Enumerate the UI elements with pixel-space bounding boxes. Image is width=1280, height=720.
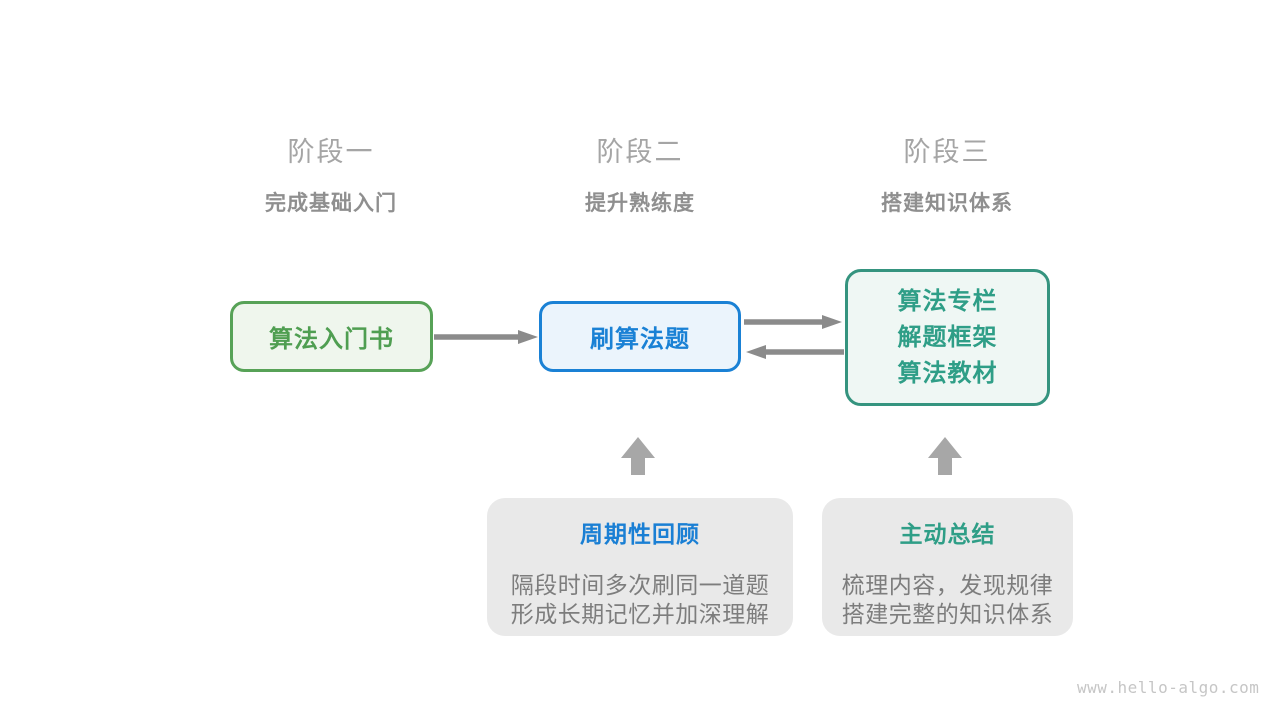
stage-2-subtitle: 提升熟练度 xyxy=(585,192,695,215)
node-practice-problems: 刷算法题 xyxy=(539,301,741,372)
callout-periodic-review-line-2: 形成长期记忆并加深理解 xyxy=(510,601,770,627)
callout-active-summary: 主动总结 梳理内容，发现规律 搭建完整的知识体系 xyxy=(822,498,1073,636)
callout-active-summary-title: 主动总结 xyxy=(899,521,996,547)
arrow-sources-to-practice-icon xyxy=(746,345,844,359)
node-knowledge-sources-line-1: 算法专栏 xyxy=(897,287,998,315)
node-knowledge-sources: 算法专栏 解题框架 算法教材 xyxy=(845,269,1050,406)
callout-active-summary-body: 梳理内容，发现规律 搭建完整的知识体系 xyxy=(822,571,1073,629)
callout-periodic-review-body: 隔段时间多次刷同一道题 形成长期记忆并加深理解 xyxy=(487,571,793,629)
callout-active-summary-line-2: 搭建完整的知识体系 xyxy=(841,601,1054,627)
stage-1-label: 阶段一 xyxy=(287,137,375,167)
arrow-intro-to-practice-icon xyxy=(434,330,538,344)
callout-periodic-review-line-1: 隔段时间多次刷同一道题 xyxy=(510,572,770,598)
arrow-practice-to-sources-icon xyxy=(744,315,842,329)
stage-2-header: 阶段二 提升熟练度 xyxy=(540,130,740,217)
node-knowledge-sources-line-3: 算法教材 xyxy=(897,359,998,387)
node-intro-book: 算法入门书 xyxy=(230,301,433,372)
callout-periodic-review: 周期性回顾 隔段时间多次刷同一道题 形成长期记忆并加深理解 xyxy=(487,498,793,636)
node-intro-book-label: 算法入门书 xyxy=(269,326,394,353)
stage-1-subtitle: 完成基础入门 xyxy=(265,192,397,215)
callout-active-summary-line-1: 梳理内容，发现规律 xyxy=(841,572,1054,598)
callout-periodic-review-title: 周期性回顾 xyxy=(580,521,700,547)
stage-3-header: 阶段三 搭建知识体系 xyxy=(847,130,1047,217)
stage-1-header: 阶段一 完成基础入门 xyxy=(231,130,431,217)
stage-3-label: 阶段三 xyxy=(903,137,991,167)
block-up-arrow-summary-icon xyxy=(928,437,962,475)
watermark: www.hello-algo.com xyxy=(1077,678,1260,697)
block-up-arrow-review-icon xyxy=(621,437,655,475)
node-knowledge-sources-line-2: 解题框架 xyxy=(897,323,998,351)
stage-2-label: 阶段二 xyxy=(596,137,684,167)
stage-3-subtitle: 搭建知识体系 xyxy=(881,192,1013,215)
node-practice-problems-label: 刷算法题 xyxy=(590,326,690,353)
